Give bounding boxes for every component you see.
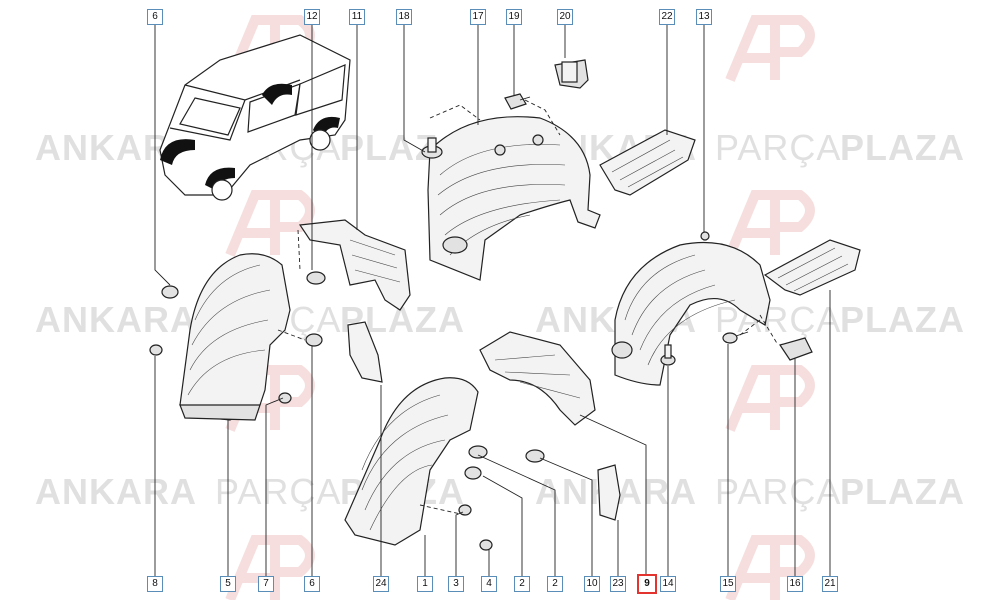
part-12-clip bbox=[306, 271, 326, 285]
callout-2-b[interactable]: 2 bbox=[547, 576, 563, 592]
callout-12[interactable]: 12 bbox=[304, 9, 320, 25]
part-9-liner bbox=[479, 331, 596, 426]
callout-18[interactable]: 18 bbox=[396, 9, 412, 25]
callout-1[interactable]: 1 bbox=[417, 576, 433, 592]
part-14-clip bbox=[660, 344, 676, 366]
part-1-liner bbox=[344, 377, 479, 546]
part-8-screw bbox=[149, 344, 163, 356]
watermark-row-2: ANKARA PARÇA PLAZA ANKARA PARÇA PLAZA bbox=[35, 299, 965, 340]
callout-24[interactable]: 24 bbox=[373, 576, 389, 592]
fasteners-bottom bbox=[458, 445, 545, 551]
wheel-arch-front-right bbox=[205, 167, 235, 190]
part-19-screw bbox=[504, 93, 531, 110]
callout-20[interactable]: 20 bbox=[557, 9, 573, 25]
callout-16[interactable]: 16 bbox=[787, 576, 803, 592]
watermark-word: ANKARA bbox=[35, 471, 197, 512]
ap-logo-icon bbox=[725, 365, 815, 432]
callout-13[interactable]: 13 bbox=[696, 9, 712, 25]
part-2-clip-c bbox=[464, 466, 482, 480]
wheel-arch-front bbox=[160, 139, 195, 165]
ap-logo-icon bbox=[725, 190, 815, 257]
watermark-word: PLAZA bbox=[840, 127, 965, 168]
callout-4[interactable]: 4 bbox=[481, 576, 497, 592]
part-16-clip bbox=[779, 337, 813, 361]
part-3-screw bbox=[458, 504, 472, 516]
leader-lines bbox=[154, 22, 831, 578]
wheel-arch-rear bbox=[262, 83, 292, 105]
watermark-word: PLAZA bbox=[840, 471, 965, 512]
callout-17[interactable]: 17 bbox=[470, 9, 486, 25]
part-17-rear-liner bbox=[427, 116, 601, 281]
callout-11[interactable]: 11 bbox=[349, 9, 365, 25]
watermark-word: PARÇA bbox=[215, 471, 341, 512]
watermark-word: PARÇA bbox=[715, 471, 841, 512]
part-24-bracket bbox=[347, 321, 383, 383]
watermark-layer: ANKARA PARÇA PLAZA ANKARA PARÇA PLAZA AN… bbox=[35, 15, 965, 600]
callout-6-bottom[interactable]: 6 bbox=[304, 576, 320, 592]
watermark-row-3: ANKARA PARÇA PLAZA ANKARA PARÇA PLAZA bbox=[35, 471, 965, 512]
part-2-clip-b bbox=[525, 449, 545, 463]
callout-23[interactable]: 23 bbox=[610, 576, 626, 592]
callout-6-top[interactable]: 6 bbox=[147, 9, 163, 25]
part-7-screw bbox=[278, 392, 292, 404]
callout-5[interactable]: 5 bbox=[220, 576, 236, 592]
part-10-plate bbox=[597, 464, 621, 521]
callout-15[interactable]: 15 bbox=[720, 576, 736, 592]
part-13-liner bbox=[611, 231, 771, 386]
ap-logo-icon bbox=[225, 190, 315, 257]
part-6-clip-bottom bbox=[305, 333, 323, 347]
part-6-clip-top bbox=[161, 285, 179, 299]
callout-10[interactable]: 10 bbox=[584, 576, 600, 592]
callout-21[interactable]: 21 bbox=[822, 576, 838, 592]
part-22-panel bbox=[599, 129, 696, 196]
fasteners-left bbox=[149, 271, 326, 404]
part-18-clip bbox=[421, 137, 443, 159]
watermark-word: ANKARA bbox=[35, 299, 197, 340]
callout-9-highlighted[interactable]: 9 bbox=[637, 574, 657, 594]
ap-logo-icon bbox=[725, 15, 815, 82]
part-2-clip-a bbox=[468, 445, 488, 459]
callout-3[interactable]: 3 bbox=[448, 576, 464, 592]
part-20-clip bbox=[554, 59, 589, 89]
callout-8[interactable]: 8 bbox=[147, 576, 163, 592]
van-illustration bbox=[159, 34, 351, 201]
part-4-screw bbox=[479, 539, 493, 551]
callout-2-a[interactable]: 2 bbox=[514, 576, 530, 592]
watermark-word: PLAZA bbox=[840, 299, 965, 340]
part-11-bracket bbox=[298, 219, 411, 311]
callout-7[interactable]: 7 bbox=[258, 576, 274, 592]
callout-19[interactable]: 19 bbox=[506, 9, 522, 25]
callout-14[interactable]: 14 bbox=[660, 576, 676, 592]
part-5-liner bbox=[179, 253, 291, 421]
part-21-panel bbox=[763, 239, 861, 296]
callout-22[interactable]: 22 bbox=[659, 9, 675, 25]
ap-logo-icon bbox=[725, 535, 815, 600]
watermark-word: PARÇA bbox=[715, 127, 841, 168]
